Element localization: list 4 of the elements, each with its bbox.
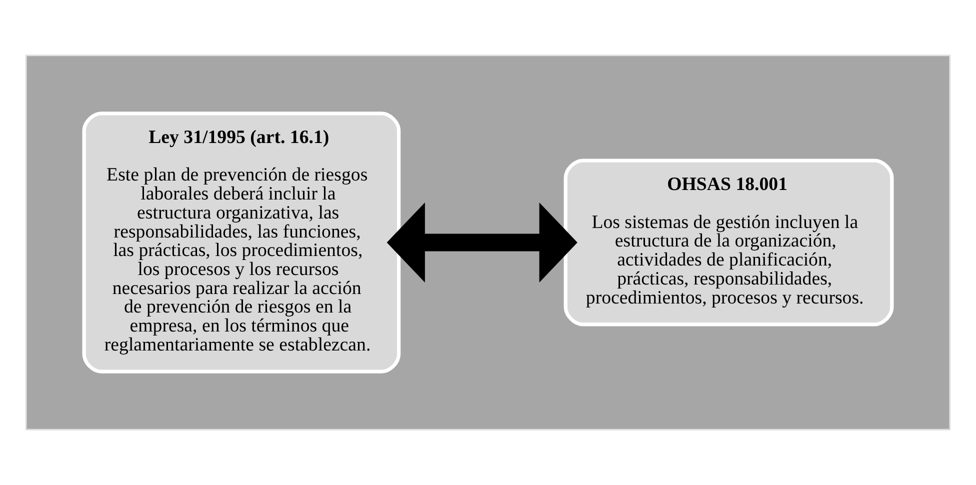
cluster	[25, 54, 951, 430]
arrow	[386, 202, 578, 283]
node-box: Ley 31/1995 (art. 16.1) Este plan de prevención de riesgos laborales deberá incluir la estructura organizativa, las responsabilidades, las funciones, las prácticas, los procedimientos, los procesos y los recursos necesarios para realizar la acción de prevención de riesgos en la empresa, en los términos que reglamentariamente se establezcan.	[82, 112, 401, 374]
node-box: OHSAS 18.001 Los sistemas de gestión incluyen la estructura de la organización, actividades de planificación, prácticas, responsabilidades, procedimientos, procesos y recursos.	[564, 158, 894, 326]
